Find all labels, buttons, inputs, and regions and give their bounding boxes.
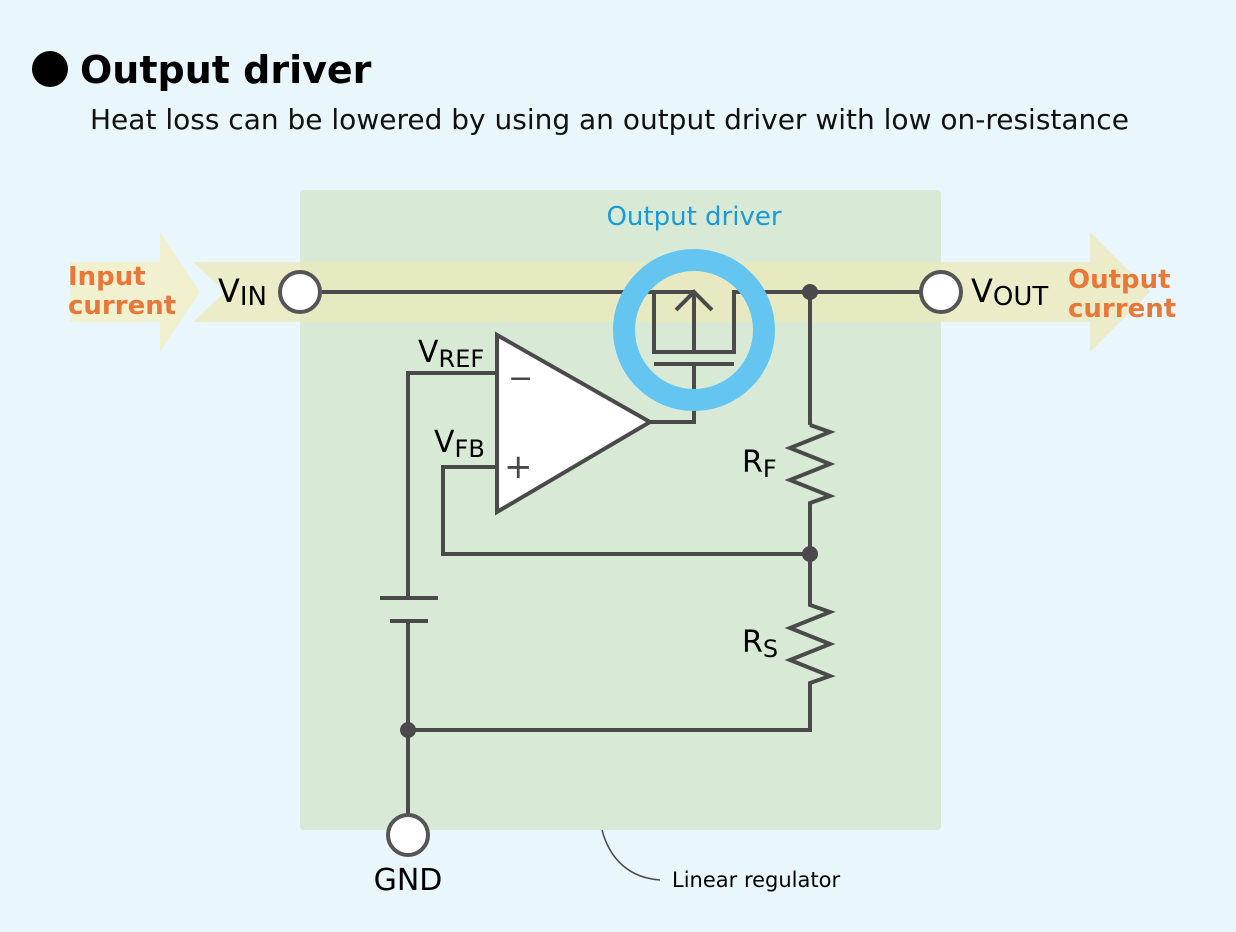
input-current-arrow bbox=[70, 232, 200, 352]
op-amp-icon bbox=[495, 331, 654, 516]
vin-label: VIN bbox=[218, 272, 267, 312]
vref-label: VREF bbox=[418, 335, 484, 373]
input-current-label-2: current bbox=[68, 291, 176, 321]
rs-label: RS bbox=[742, 625, 778, 663]
output-current-label-2: current bbox=[1068, 294, 1176, 324]
linear-regulator-label: Linear regulator bbox=[672, 868, 840, 892]
junction-dot bbox=[802, 284, 818, 300]
gnd-terminal bbox=[386, 813, 430, 857]
subtitle: Heat loss can be lowered by using an out… bbox=[90, 103, 1129, 136]
input-current-label-1: Input bbox=[68, 262, 146, 292]
bullet-icon bbox=[32, 50, 68, 87]
vfb-label: VFB bbox=[434, 425, 485, 463]
linear-regulator-block bbox=[300, 190, 941, 830]
opamp-minus: − bbox=[508, 361, 533, 396]
vout-label: VOUT bbox=[971, 272, 1048, 312]
title-text: Output driver bbox=[80, 48, 372, 92]
output-driver-label: Output driver bbox=[606, 202, 781, 232]
vout-terminal bbox=[919, 270, 963, 314]
junction-dot bbox=[802, 546, 818, 562]
gnd-label: GND bbox=[374, 863, 443, 898]
opamp-plus: + bbox=[504, 447, 533, 487]
page-title: Output driver bbox=[32, 48, 371, 92]
rf-label: RF bbox=[742, 445, 777, 483]
junction-dot bbox=[400, 722, 416, 738]
output-driver-ring bbox=[613, 249, 775, 411]
output-current-label-1: Output bbox=[1068, 265, 1171, 295]
vin-terminal bbox=[278, 270, 322, 314]
leader-line bbox=[601, 829, 661, 881]
